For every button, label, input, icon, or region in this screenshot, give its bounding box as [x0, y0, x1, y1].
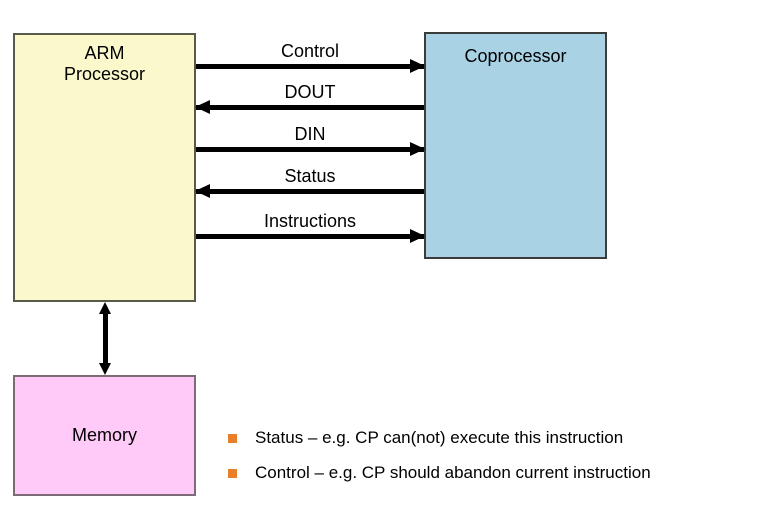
arrowhead-up-icon: [99, 302, 111, 314]
notes-list: Status – e.g. CP can(not) execute this i…: [228, 428, 748, 498]
arrowhead-left-icon: [195, 100, 210, 114]
note-text-control: Control – e.g. CP should abandon current…: [255, 463, 651, 482]
note-text-status: Status – e.g. CP can(not) execute this i…: [255, 428, 624, 447]
signal-line-instructions: [196, 234, 424, 239]
signal-arrow-din: DIN: [196, 124, 425, 156]
list-item: Status – e.g. CP can(not) execute this i…: [228, 428, 748, 448]
block-arm-processor: ARM Processor: [13, 33, 196, 302]
signal-label-instructions: Instructions: [263, 211, 357, 231]
signal-label-din: DIN: [294, 124, 326, 144]
square-bullet-icon: [228, 433, 237, 443]
signal-arrow-dout: DOUT: [195, 82, 424, 114]
list-item: Control – e.g. CP should abandon current…: [228, 463, 748, 483]
signal-line-din: [196, 147, 424, 152]
block-memory-label: Memory: [71, 424, 137, 445]
memory-bus-arrow: [99, 302, 112, 375]
signal-label-status: Status: [284, 166, 336, 186]
signal-arrow-control: Control: [196, 41, 425, 73]
memory-bus-shaft: [103, 311, 108, 366]
arrowhead-right-icon: [410, 229, 425, 243]
block-arm-processor-label: ARM Processor: [63, 43, 146, 85]
arrowhead-right-icon: [410, 142, 425, 156]
block-coprocessor-label: Coprocessor: [464, 46, 567, 66]
signal-line-status: [196, 189, 424, 194]
block-memory: Memory: [13, 375, 196, 496]
signal-label-control: Control: [280, 41, 340, 61]
square-bullet-icon: [228, 468, 237, 478]
signal-arrow-instructions: Instructions: [196, 211, 425, 243]
signal-label-dout: DOUT: [284, 82, 336, 102]
arrowhead-right-icon: [410, 59, 425, 73]
block-coprocessor: Coprocessor: [424, 32, 607, 259]
signal-line-control: [196, 64, 424, 69]
signal-arrow-status: Status: [195, 166, 424, 198]
signal-line-dout: [196, 105, 424, 110]
arrowhead-down-icon: [99, 363, 111, 375]
arrowhead-left-icon: [195, 184, 210, 198]
